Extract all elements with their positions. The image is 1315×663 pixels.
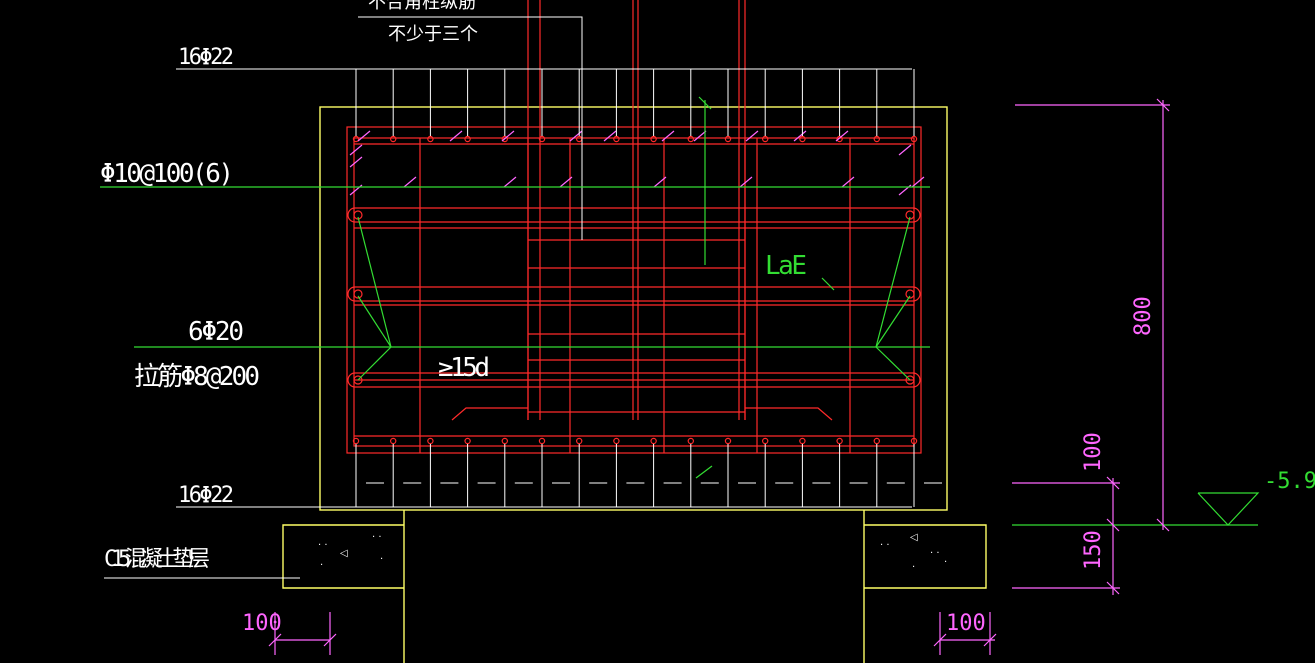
bottom-bar: [427, 437, 434, 445]
white-leaders: [104, 16, 912, 579]
bottom-bar: [836, 437, 843, 445]
tie-bars-label: 拉筋Φ8@200: [134, 362, 260, 392]
svg-text:·: ·: [912, 562, 915, 573]
top-bars-label: 16Φ22: [178, 45, 234, 70]
rebar-cage: [346, 0, 922, 454]
top-bar: [873, 135, 881, 143]
top-bar: [836, 135, 843, 143]
bottom-bar: [762, 437, 769, 445]
concrete-outline: [282, 106, 987, 663]
stirrups-label: Φ10@100(6): [100, 159, 234, 189]
bottom-bar: [873, 437, 881, 445]
top-bar: [464, 135, 471, 143]
top-bar: [799, 135, 806, 143]
side-bars-label: 6Φ20: [188, 317, 244, 347]
svg-text:· ·: · ·: [930, 548, 940, 559]
bottom-bar: [687, 437, 695, 445]
top-bar: [724, 135, 732, 143]
bottom-bar: [501, 437, 508, 445]
top-bar-leaders: [355, 69, 915, 136]
right-cushion: [864, 524, 987, 589]
top-bar: [576, 135, 583, 143]
bottom-bar: [538, 437, 546, 445]
top-bar: [427, 135, 434, 143]
dimension-lines: [268, 98, 1170, 655]
dim-beam-height: 800: [1131, 296, 1156, 336]
bottom-bar: [576, 437, 583, 445]
top-bar: [762, 135, 769, 143]
anchorage-min-label: ≥15d: [438, 353, 490, 383]
anchorage-lae-label: LaE: [765, 251, 807, 281]
inner-stirrup: [353, 137, 915, 447]
green-leaders: [100, 96, 1260, 526]
dim-cushion-thickness: 150: [1081, 530, 1106, 570]
top-bar: [687, 135, 695, 143]
top-bar: [390, 135, 397, 143]
top-bar: [501, 135, 508, 143]
bottom-bar-leaders: [355, 444, 942, 507]
outer-stirrup: [346, 126, 922, 454]
left-cushion: [282, 524, 404, 589]
bottom-bar: [650, 437, 657, 445]
top-note-line2: 不少于三个: [388, 24, 478, 45]
side-bar: [905, 375, 915, 385]
top-bar: [613, 135, 620, 143]
svg-text:·: ·: [320, 560, 323, 571]
svg-text:· ·: · ·: [880, 540, 890, 551]
bottom-bar: [799, 437, 806, 445]
bottom-bar: [910, 437, 918, 445]
top-bar: [538, 135, 546, 143]
top-bar: [650, 135, 657, 143]
dim-right-projection: 100: [946, 611, 986, 636]
cushion-label: C15混凝土垫层: [104, 547, 210, 572]
svg-text:◁: ◁: [340, 548, 348, 559]
side-bar: [905, 289, 915, 299]
bottom-longitudinal-bars: [352, 437, 918, 445]
top-bar: [910, 135, 918, 143]
side-bar: [353, 289, 363, 299]
cushion-hatch: · · ◁ · · · · · · ◁ · · · ·: [318, 532, 947, 573]
svg-text:◁: ◁: [910, 532, 918, 543]
bottom-bar: [352, 437, 360, 445]
bottom-bar: [464, 437, 471, 445]
stirrup-tick-marks: [349, 130, 925, 196]
elevation-label: -5.90: [1264, 469, 1315, 494]
svg-text:· ·: · ·: [318, 540, 328, 551]
top-longitudinal-bars: [352, 135, 918, 143]
svg-text:·: ·: [944, 557, 947, 568]
top-bar: [352, 135, 360, 143]
dim-upper-offset: 100: [1081, 432, 1106, 472]
dim-left-projection: 100: [242, 611, 282, 636]
top-note-line1: 不合角柱纵筋: [368, 0, 476, 13]
bottom-bars-label: 16Φ22: [178, 483, 234, 508]
side-bar: [353, 375, 363, 385]
bottom-bar: [390, 437, 397, 445]
svg-text:·: ·: [380, 554, 383, 565]
bottom-bar: [613, 437, 620, 445]
bottom-bar: [724, 437, 732, 445]
svg-text:· ·: · ·: [372, 532, 382, 543]
